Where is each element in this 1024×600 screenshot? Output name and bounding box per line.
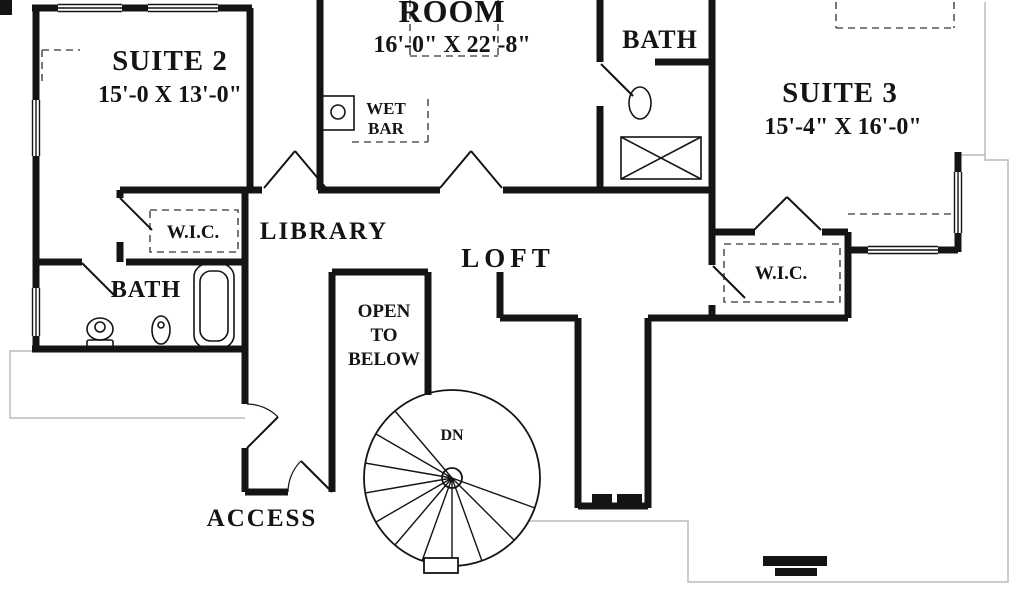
window (148, 3, 218, 13)
shaft-block-2 (617, 494, 642, 505)
window (868, 245, 938, 255)
wall-fills (0, 0, 827, 576)
window (31, 288, 41, 336)
suite3-ceiling-dashed (835, 2, 955, 215)
bath-left-door (81, 262, 115, 296)
library-door-swing-arc (246, 403, 279, 418)
suite2-dims-label: 15'-0 X 13'-0" (98, 82, 242, 108)
room-dims-label: 16'-0" X 22'-8" (373, 32, 530, 58)
open-below-label-line1: OPEN (358, 301, 411, 322)
shower-icon (620, 136, 702, 180)
wic-left-shelf-dashed (149, 209, 239, 253)
room-tray-ceiling-dashed (409, 0, 499, 57)
stair-treads (364, 410, 536, 566)
bathtub-icon (193, 263, 235, 349)
window (953, 172, 963, 233)
wic-right-shelf-dashed (723, 243, 841, 303)
spiral-staircase (363, 389, 541, 574)
library-label: LIBRARY (260, 218, 388, 245)
suite2-ceiling-dashed (41, 49, 80, 86)
wet-bar-label-line2: BAR (368, 119, 405, 138)
suite3-label: SUITE 3 (782, 77, 898, 109)
room-double-door (439, 150, 503, 189)
open-below-label-line3: BELOW (348, 349, 420, 370)
shaft-block-1 (592, 494, 612, 505)
corner-wall-block (0, 0, 12, 15)
suite3-dims-label: 15'-4" X 16'-0" (764, 114, 921, 140)
wic-left-label: W.I.C. (167, 222, 220, 243)
bath-top-door (600, 63, 634, 97)
bath-sink-icon (628, 86, 652, 120)
fixtures (86, 86, 702, 349)
walls (32, 0, 962, 510)
library-door (246, 416, 279, 449)
chimney-block-2 (775, 568, 817, 576)
suite2-double-door (263, 150, 327, 189)
suite3-double-door (753, 196, 822, 231)
wic-left-door (119, 197, 153, 231)
stair-direction-label: DN (440, 427, 464, 444)
window (58, 3, 122, 13)
room-label: ROOM (398, 0, 505, 29)
wic-right-label: W.I.C. (755, 263, 808, 284)
bath-top-label: BATH (622, 25, 698, 54)
chimney-block-1 (763, 556, 827, 566)
bath-left-label: BATH (111, 277, 181, 303)
wall-segments (32, 0, 962, 510)
window (31, 100, 41, 156)
windows (31, 3, 963, 336)
open-below-label-line2: TO (370, 325, 397, 346)
loft-label: LOFT (461, 243, 555, 273)
doors (81, 63, 822, 493)
stair-bottom-step (423, 557, 459, 574)
wet-bar-sink-icon (321, 95, 355, 131)
roof-outline-right (528, 2, 1009, 583)
roof-outline (9, 2, 1009, 583)
access-label: ACCESS (207, 505, 318, 532)
ceiling-dashed-lines (41, 0, 955, 303)
wic-right-door (712, 265, 746, 299)
suite2-label: SUITE 2 (112, 45, 228, 77)
access-door-swing-arc (287, 460, 302, 493)
access-door (300, 460, 333, 493)
pedestal-sink-icon (151, 315, 171, 345)
roof-outline-left (9, 350, 245, 419)
room-labels: SUITE 2 15'-0 X 13'-0" ROOM 16'-0" X 22'… (98, 0, 922, 532)
wet-bar-counter-dashed (352, 94, 429, 143)
wet-bar-label-line1: WET (366, 99, 406, 118)
toilet-icon (86, 317, 114, 349)
